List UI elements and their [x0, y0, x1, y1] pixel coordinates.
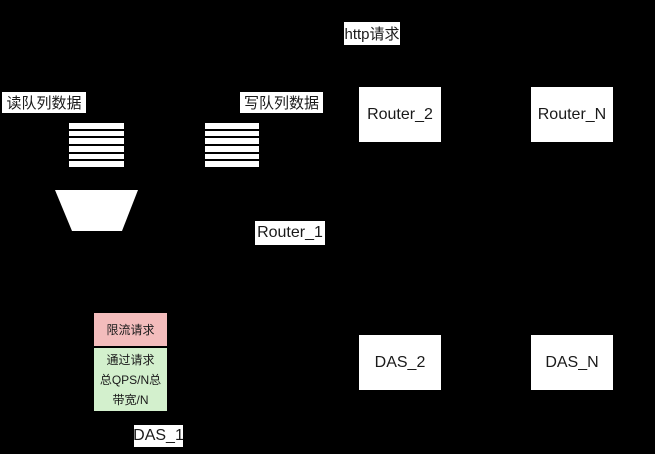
funnel-icon: [55, 190, 138, 231]
passed-requests-line: 带宽/N: [112, 393, 149, 407]
queue-bar: [205, 123, 259, 129]
passed-requests-line: 通过请求: [106, 353, 155, 367]
write-queue-label: 写队列数据: [240, 92, 323, 113]
queue-bar: [69, 138, 124, 144]
router-2-node: Router_2: [359, 87, 441, 142]
router-1-label: Router_1: [255, 221, 325, 245]
router-n-node: Router_N: [531, 87, 613, 142]
passed-requests-line: 总QPS/N总: [99, 373, 162, 387]
http-request-label: http请求: [344, 22, 400, 45]
queue-bar: [69, 146, 124, 152]
queue-bar: [205, 161, 259, 167]
limited-requests-box: 限流请求: [94, 313, 167, 346]
das-1-label: DAS_1: [133, 425, 184, 447]
queue-bar: [69, 123, 124, 129]
write-queue-icon: [205, 123, 259, 167]
das-2-node: DAS_2: [359, 335, 441, 390]
das-n-node: DAS_N: [531, 335, 613, 390]
queue-bar: [205, 138, 259, 144]
read-queue-label: 读队列数据: [2, 92, 86, 113]
queue-bar: [69, 161, 124, 167]
queue-bar: [205, 153, 259, 160]
queue-bar: [205, 130, 259, 137]
queue-bar: [69, 130, 124, 137]
passed-requests-box: 通过请求 总QPS/N总 带宽/N: [94, 346, 167, 411]
queue-bar: [69, 153, 124, 160]
read-queue-icon: [69, 123, 124, 167]
queue-bar: [205, 146, 259, 152]
